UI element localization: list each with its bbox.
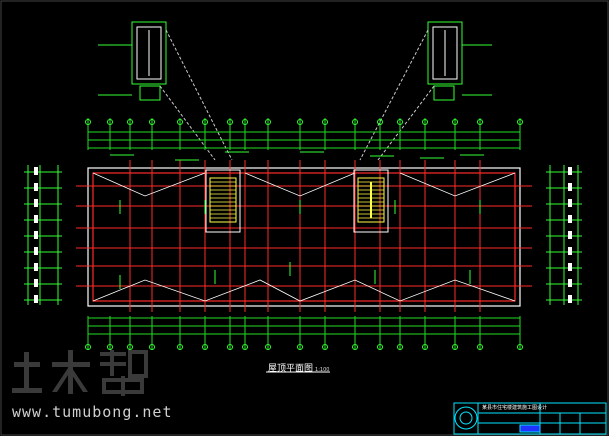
right-side-dimensions: [546, 165, 582, 305]
detail-callout-left: [98, 21, 233, 161]
left-side-dimensions: [24, 165, 62, 305]
caption-text: 屋顶平面图: [268, 364, 314, 374]
bottom-axis-ticks: [85, 316, 523, 350]
stair-core-left: [205, 169, 241, 233]
detail-callout-right: [359, 21, 492, 161]
annotation-marks: [110, 151, 484, 289]
roof-outline: [87, 167, 521, 307]
bottom-dimension-lines: [88, 317, 520, 335]
scale-note: 1:100: [315, 367, 330, 373]
roof-slope-lines: [92, 172, 516, 302]
watermark-logo: [12, 350, 148, 396]
stair-core-right: [353, 169, 389, 233]
top-dimension-lines: [88, 131, 520, 149]
top-axis-ticks: [85, 118, 523, 150]
axis-grid: [76, 160, 532, 312]
seal-icon: [454, 406, 478, 430]
watermark-url: www.tumubong.net: [12, 403, 173, 421]
title-block: [453, 402, 607, 435]
titleblock-project: 某县市住宅楼建筑施工图设计: [482, 405, 548, 411]
